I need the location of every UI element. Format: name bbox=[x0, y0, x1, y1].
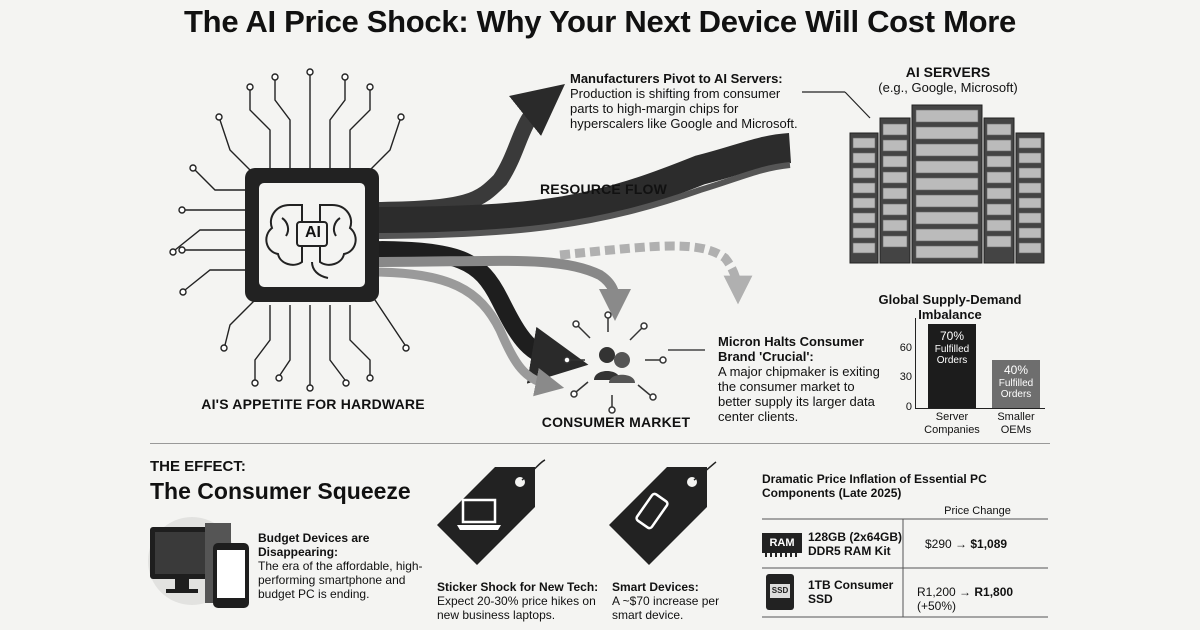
ssd-icon bbox=[766, 574, 794, 610]
x-category-label: Smaller OEMs bbox=[997, 411, 1035, 436]
sticker-heading: Sticker Shock for New Tech: bbox=[437, 580, 599, 594]
page-title: The AI Price Shock: Why Your Next Device… bbox=[184, 4, 1016, 39]
manufacturers-body: Production is shifting from consumer par… bbox=[570, 86, 798, 131]
ai-servers-sub: (e.g., Google, Microsoft) bbox=[878, 80, 1018, 95]
price-tag-phone-icon bbox=[609, 461, 717, 565]
sticker-body: Expect 20-30% price hikes on new busines… bbox=[437, 594, 596, 622]
budget-heading: Budget Devices are Disappearing: bbox=[258, 531, 370, 559]
ram-icon-label: RAM bbox=[769, 537, 795, 549]
manufacturers-note: Manufacturers Pivot to AI Servers: Produ… bbox=[570, 71, 800, 131]
consumer-people-icon bbox=[563, 311, 667, 414]
sticker-shock-note: Sticker Shock for New Tech: Expect 20-30… bbox=[437, 580, 602, 622]
bar-sub-label: Fulfilled Orders bbox=[934, 344, 970, 366]
micron-body: A major chipmaker is exiting the consume… bbox=[718, 364, 880, 424]
table-row-name: 1TB Consumer SSD bbox=[808, 578, 894, 606]
chart-bar-smaller-oems: 40% Fulfilled Orders bbox=[992, 360, 1040, 408]
budget-devices-icon bbox=[148, 517, 249, 608]
section-divider bbox=[150, 443, 1050, 444]
y-tick: 30 bbox=[899, 371, 912, 383]
old-price: $290 → bbox=[925, 537, 968, 551]
ai-servers-heading: AI SERVERS bbox=[905, 64, 991, 80]
chart-y-axis bbox=[915, 318, 916, 408]
ai-chip-graphic bbox=[245, 168, 379, 302]
bar-value-label: 70% bbox=[939, 329, 965, 343]
manufacturers-heading: Manufacturers Pivot to AI Servers: bbox=[570, 71, 783, 86]
server-slots bbox=[852, 109, 1042, 259]
new-price: R1,800 bbox=[974, 585, 1014, 599]
micron-heading: Micron Halts Consumer Brand 'Crucial': bbox=[718, 334, 864, 364]
ram-icon bbox=[762, 533, 802, 557]
effect-title: The Consumer Squeeze bbox=[150, 478, 411, 504]
budget-body: The era of the affordable, high-performi… bbox=[258, 559, 423, 601]
price-table-heading: Dramatic Price Inflation of Essential PC… bbox=[762, 472, 987, 500]
server-racks-graphic bbox=[849, 104, 1045, 264]
chart-title: Global Supply-Demand Imbalance bbox=[878, 292, 1022, 322]
table-row-name: 128GB (2x64GB) DDR5 RAM Kit bbox=[808, 530, 903, 558]
chart-bar-server-companies: 70% Fulfilled Orders bbox=[928, 324, 976, 408]
chart-x-axis bbox=[915, 408, 1045, 409]
ai-chip-label: AI bbox=[305, 224, 321, 241]
smart-devices-note: Smart Devices: A ~$70 increase per smart… bbox=[612, 580, 742, 622]
micron-note: Micron Halts Consumer Brand 'Crucial': A… bbox=[718, 334, 883, 424]
resource-flow-streams bbox=[369, 83, 792, 397]
consumer-market-label: CONSUMER MARKET bbox=[541, 414, 691, 430]
table-row-price: $290 → $1,089 bbox=[925, 537, 1050, 551]
ssd-icon-label: SSD bbox=[771, 586, 789, 595]
price-table-lines bbox=[762, 518, 1048, 618]
ai-servers-label: AI SERVERS (e.g., Google, Microsoft) bbox=[868, 64, 1028, 95]
bar-value-label: 40% bbox=[1003, 363, 1029, 377]
budget-devices-note: Budget Devices are Disappearing: The era… bbox=[258, 531, 433, 601]
table-row-price: R1,200 → R1,800 (+50%) bbox=[917, 585, 1052, 613]
price-tag-laptop-icon bbox=[437, 459, 546, 565]
old-price: R1,200 → bbox=[917, 585, 972, 599]
effect-label: THE EFFECT: bbox=[150, 458, 246, 475]
price-extra: (+50%) bbox=[917, 599, 957, 613]
smart-body: A ~$70 increase per smart device. bbox=[612, 594, 720, 622]
supply-demand-chart: 60 30 0 70% Fulfilled Orders 40% Fulfill… bbox=[890, 318, 1050, 438]
y-tick: 60 bbox=[899, 342, 912, 354]
bar-sub-label: Fulfilled Orders bbox=[998, 378, 1034, 400]
new-price: $1,089 bbox=[970, 537, 1008, 551]
price-table-column-header: Price Change bbox=[944, 505, 1011, 517]
y-tick: 0 bbox=[905, 401, 912, 413]
smart-heading: Smart Devices: bbox=[612, 580, 699, 594]
x-category-label: Server Companies bbox=[924, 411, 980, 436]
brain-icon bbox=[265, 204, 357, 279]
circuit-traces bbox=[169, 68, 410, 392]
resource-flow-label: RESOURCE FLOW bbox=[540, 181, 668, 197]
ai-appetite-caption: AI'S APPETITE FOR HARDWARE bbox=[201, 396, 425, 412]
